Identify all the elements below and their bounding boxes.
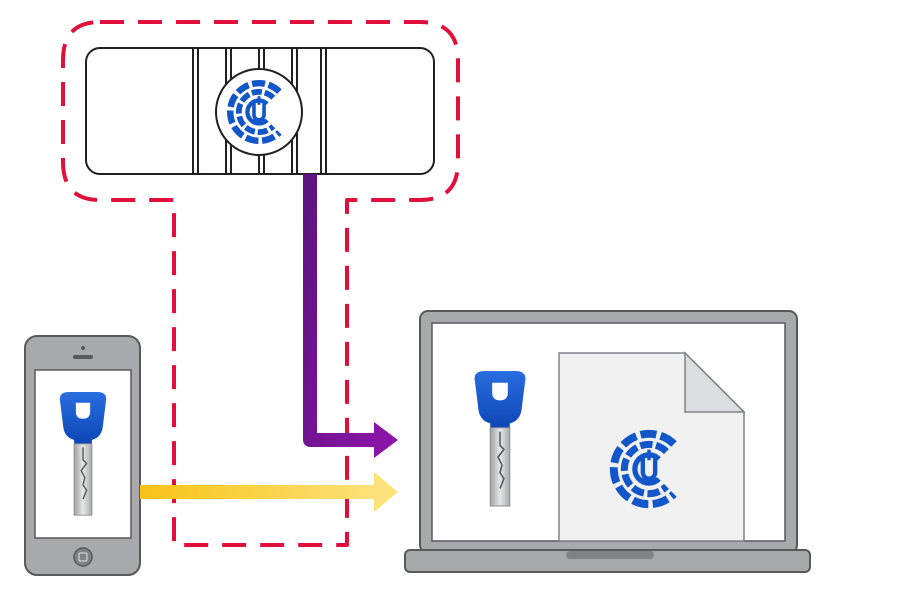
laptop xyxy=(404,310,811,573)
server-appliance xyxy=(85,47,435,175)
phone-home-button xyxy=(73,547,93,567)
yellow-connector-arrow xyxy=(140,472,398,512)
trust-boundary-dashed-outline xyxy=(61,20,460,547)
laptop-base xyxy=(404,549,811,573)
smartphone xyxy=(24,335,141,576)
certificate-document xyxy=(558,351,746,542)
server-vent-slats xyxy=(192,48,327,174)
purple-connector-arrow xyxy=(303,174,398,458)
